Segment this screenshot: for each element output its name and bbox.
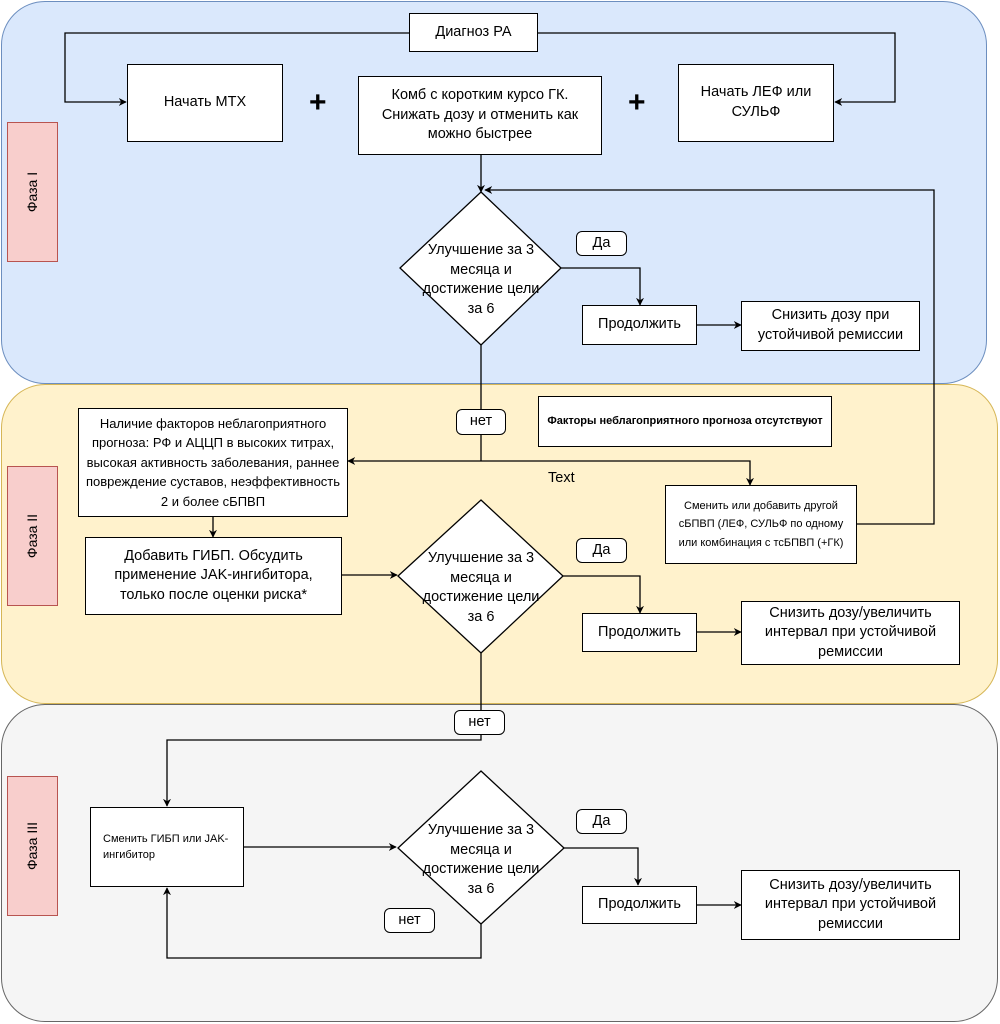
yes-label-3-text: Да [592, 812, 611, 829]
edge-decision2-no [163, 653, 482, 807]
no-label-1-text: нет [469, 413, 493, 430]
plus-sign-2: + [628, 86, 646, 119]
edge-diagnosis-mtx [64, 32, 409, 106]
factors-present-text: Наличие факторов неблагоприятного прогно… [85, 415, 341, 509]
combo-gk-box: Комб с коротким курсо ГК. Снижать дозу и… [358, 76, 602, 155]
text-label: Text [548, 470, 575, 486]
no-label-3: нет [384, 908, 435, 933]
reduce-1-box: Снизить дозу при устойчивой ремиссии [741, 301, 920, 351]
diagnosis-text: Диагноз РА [435, 23, 512, 40]
start-mtx-text: Начать МТХ [163, 94, 247, 111]
combo-gk-text: Комб с коротким курсо ГК. Снижать дозу и… [381, 87, 579, 143]
phase-3-tag: Фаза III [7, 776, 58, 916]
add-gibp-text: Добавить ГИБП. Обсудить применение JAK-и… [114, 547, 313, 603]
start-lef-box: Начать ЛЕФ или СУЛЬФ [678, 64, 834, 142]
continue-1-box: Продолжить [582, 305, 697, 345]
phase-2-tag: Фаза II [7, 466, 58, 606]
reduce-3-text: Снизить дозу/увеличить интервал при усто… [764, 876, 937, 932]
yes-label-3: Да [576, 809, 627, 834]
yes-label-1-text: Да [592, 234, 611, 251]
decision-3-diamond [397, 770, 565, 925]
diagnosis-box: Диагноз РА [409, 13, 538, 52]
switch-gibp-text: Сменить ГИБП или JAK-ингибитор [103, 832, 229, 862]
reduce-2-box: Снизить дозу/увеличить интервал при усто… [741, 601, 960, 665]
continue-1-text: Продолжить [598, 316, 681, 333]
edge-switch-loop [484, 186, 935, 525]
edge-decision3-no [163, 887, 482, 959]
continue-2-text: Продолжить [598, 623, 681, 640]
no-label-3-text: нет [398, 911, 421, 928]
edge-decision1-yes [560, 267, 644, 306]
edge-no1-factors-absent [481, 460, 754, 486]
no-label-2: нет [454, 710, 505, 735]
switch-gibp-box: Сменить ГИБП или JAK-ингибитор [90, 807, 244, 887]
add-gibp-box: Добавить ГИБП. Обсудить применение JAK-и… [85, 537, 342, 615]
no-label-2-text: нет [468, 713, 491, 730]
switch-dmard-text: Сменить или добавить другой сБПВП (ЛЕФ, … [678, 500, 844, 549]
start-lef-text: Начать ЛЕФ или СУЛЬФ [700, 84, 812, 120]
reduce-1-text: Снизить дозу при устойчивой ремиссии [757, 307, 904, 343]
edge-diagnosis-lef [538, 32, 896, 106]
yes-label-2-text: Да [592, 541, 611, 558]
yes-label-1: Да [576, 231, 627, 256]
plus-sign-1: + [309, 86, 327, 119]
no-label-1: нет [456, 409, 506, 435]
start-mtx-box: Начать МТХ [127, 64, 283, 142]
reduce-2-text: Снизить дозу/увеличить интервал при усто… [764, 604, 937, 660]
reduce-3-box: Снизить дозу/увеличить интервал при усто… [741, 870, 960, 940]
continue-3-text: Продолжить [598, 896, 681, 913]
continue-2-box: Продолжить [582, 613, 697, 652]
yes-label-2: Да [576, 538, 627, 563]
factors-present-box: Наличие факторов неблагоприятного прогно… [78, 408, 348, 517]
decision-1-diamond [399, 191, 562, 346]
decision-2-diamond [397, 499, 564, 654]
decision-3-text: Улучшение за 3 месяца и достижение цели … [422, 822, 540, 897]
factors-absent-text: Факторы неблагоприятного прогноза отсутс… [547, 414, 823, 427]
edge-decision3-yes [564, 847, 642, 886]
edge-decision2-yes [562, 575, 644, 614]
switch-dmard-box: Сменить или добавить другой сБПВП (ЛЕФ, … [665, 485, 857, 564]
decision-1-text: Улучшение за 3 месяца и достижение цели … [422, 242, 540, 317]
phase-1-tag: Фаза I [7, 122, 58, 262]
factors-absent-box: Факторы неблагоприятного прогноза отсутс… [538, 396, 832, 447]
decision-2-text: Улучшение за 3 месяца и достижение цели … [422, 550, 540, 625]
continue-3-box: Продолжить [582, 886, 697, 924]
